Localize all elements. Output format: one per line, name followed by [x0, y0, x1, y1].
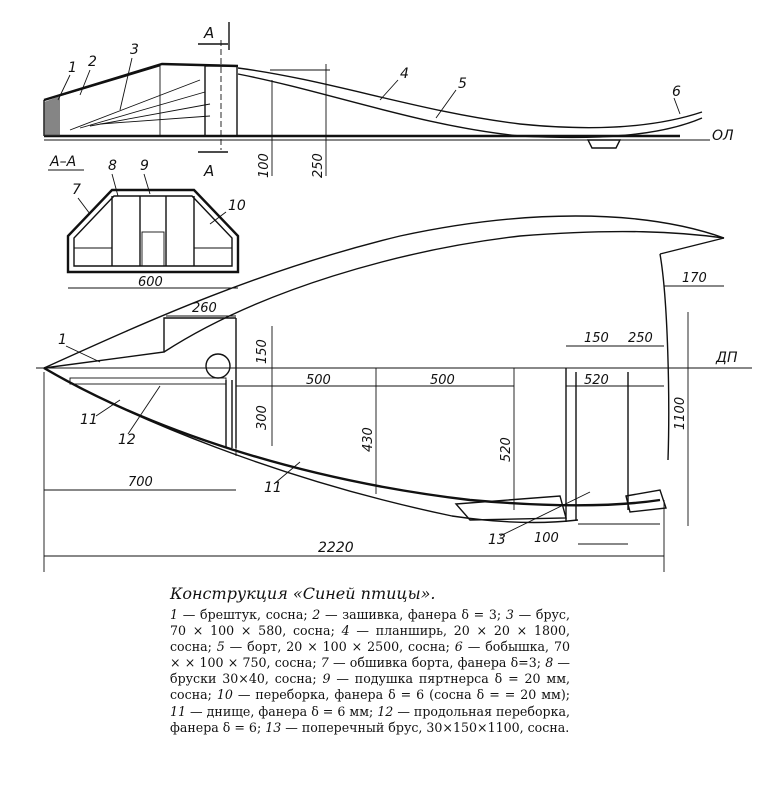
legend-text-3: — брус, 70 × 100 × 580, сосна; [170, 607, 570, 639]
legend-text-8: — бруски 30×40, сосна; [170, 655, 570, 687]
figure-caption: Конструкция «Синей птицы». 1 — брештук, … [170, 584, 570, 736]
legend-text-2: — зашивка, фанера δ = 3; [320, 607, 506, 622]
dim-1100: 1100 [673, 397, 688, 430]
legend-num-2: 2 [312, 607, 321, 622]
section-marker: А А [198, 22, 230, 180]
side-dimensions: 100 250 [257, 153, 326, 178]
legend-num-6: 6 [454, 639, 463, 655]
dim-2220: 2220 [318, 540, 354, 556]
dim-600: 600 [138, 275, 163, 290]
legend-num-9: 9 [322, 671, 331, 687]
dim-150a: 150 [255, 339, 270, 364]
legend-text-11: — днище, фанера δ = 6 мм; [186, 703, 378, 719]
callout-side-1: 1 [68, 60, 77, 76]
callout-sec-7: 7 [72, 182, 81, 198]
legend-text-13: — поперечный брус, 30×150×1100, сосна. [281, 719, 570, 735]
figure-title: Конструкция «Синей птицы». [170, 584, 436, 603]
callout-plan-1: 1 [58, 332, 67, 348]
callout-side-3: 3 [130, 42, 139, 58]
callout-plan-11b: 11 [264, 480, 282, 496]
dim-520h: 520 [584, 373, 609, 388]
legend-text-10: — переборка, фанера δ = 6 (сосна δ = = 2… [232, 687, 570, 703]
legend: 1 — брештук, сосна; 2 — зашивка, фанера … [170, 607, 570, 736]
legend-num-12: 12 [377, 703, 394, 719]
dp-label: ДП [715, 350, 738, 366]
side-view [43, 40, 710, 176]
legend-text-6: — бобышка, 70 × × 100 × 750, сосна; [170, 639, 570, 671]
section-aa: А–А 600 [48, 154, 240, 290]
section-label: А–А [49, 154, 76, 170]
hull-drawing: А А 1 2 3 4 5 6 ОЛ 100 250 А–А 6 [36, 22, 752, 572]
callout-side-5: 5 [458, 76, 467, 92]
dim-500a: 500 [306, 373, 331, 388]
legend-num-8: 8 [545, 655, 554, 671]
section-marker-bottom: А [203, 162, 214, 180]
plan-callouts: 1 11 12 11 13 [58, 332, 591, 548]
legend-text-1: — брештук, сосна; [178, 607, 313, 622]
dim-260: 260 [192, 301, 217, 316]
legend-num-7: 7 [320, 655, 329, 671]
callout-sec-8: 8 [108, 158, 117, 174]
ol-label: ОЛ [712, 128, 734, 144]
legend-num-10: 10 [216, 687, 233, 703]
section-marker-top: А [203, 24, 214, 42]
legend-num-1: 1 [170, 607, 179, 622]
section-callouts: 7 8 9 10 [72, 158, 246, 225]
legend-num-13: 13 [265, 719, 282, 735]
legend-num-5: 5 [216, 639, 225, 655]
legend-text-7: — обшивка борта, фанера δ=3; [328, 655, 546, 671]
dim-430: 430 [361, 427, 376, 452]
legend-num-3: 3 [505, 607, 514, 622]
callout-plan-12: 12 [118, 432, 136, 448]
callout-sec-9: 9 [140, 158, 149, 174]
legend-text-9: — подушка пяртнерса δ = 20 мм, сосна; [170, 671, 570, 703]
dim-520v: 520 [499, 437, 514, 462]
dim-300: 300 [255, 405, 270, 430]
dim-700: 700 [128, 475, 153, 490]
legend-text-5: — борт, 20 × 100 × 2500, сосна; [224, 639, 455, 655]
dim-100b: 100 [534, 531, 559, 546]
dim-170: 170 [682, 271, 707, 286]
dim-100: 100 [257, 153, 272, 178]
side-callouts: 1 2 3 4 5 6 ОЛ [57, 42, 734, 144]
legend-num-4: 4 [341, 623, 350, 639]
legend-text-12: — продольная переборка, фанера δ = 6; [170, 703, 570, 735]
dim-250: 250 [311, 153, 326, 178]
callout-plan-13: 13 [488, 532, 506, 548]
legend-num-11: 11 [170, 703, 187, 719]
callout-plan-11a: 11 [80, 412, 98, 428]
callout-side-4: 4 [400, 66, 409, 82]
plan-dimensions: 260 150 300 500 500 430 520 150 250 520 … [128, 271, 707, 556]
callout-side-6: 6 [672, 84, 681, 100]
dim-500b: 500 [430, 373, 455, 388]
callout-sec-10: 10 [228, 198, 246, 214]
callout-side-2: 2 [88, 54, 97, 70]
dim-150b: 150 [584, 331, 609, 346]
plan-view: ДП [36, 215, 752, 572]
dim-250b: 250 [628, 331, 653, 346]
legend-text-4: — планширь, 20 × 20 × 1800, сосна; [170, 623, 570, 655]
